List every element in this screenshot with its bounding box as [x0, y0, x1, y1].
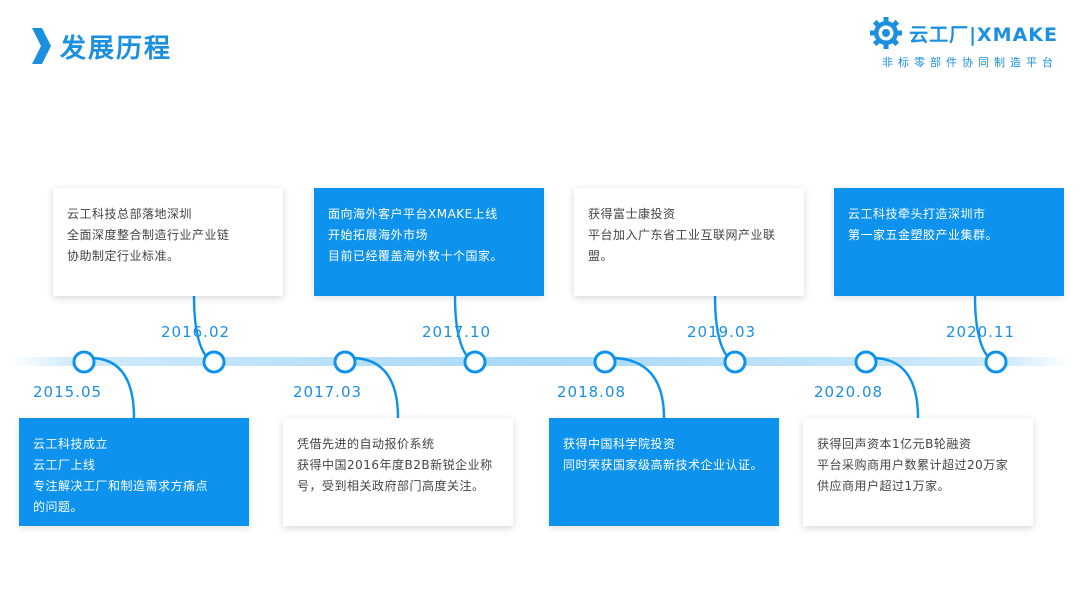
page-title: 发展历程 — [60, 33, 173, 64]
milestone-year: 2016.02 — [161, 323, 231, 341]
milestone-year: 2019.03 — [687, 323, 757, 341]
milestone-connector — [92, 356, 136, 419]
milestone-text: 平台加入广东省工业互联网产业联 — [588, 228, 776, 242]
milestone-card: 凭借先进的自动报价系统获得中国2016年度B2B新锐企业称号，受到相关政府部门高… — [283, 418, 513, 526]
milestone-text: 获得中国2016年度B2B新锐企业称 — [297, 458, 493, 472]
milestone-card: 云工科技牵头打造深圳市第一家五金塑胶产业集群。 — [834, 188, 1064, 296]
milestone-text: 号，受到相关政府部门高度关注。 — [297, 479, 485, 493]
milestone-text: 同时荣获国家级高新技术企业认证。 — [563, 458, 764, 472]
milestone-node — [984, 350, 1008, 374]
brand-name: 云工厂|XMAKE — [909, 23, 1058, 46]
milestone-node — [593, 350, 617, 374]
gear-icon — [870, 17, 903, 49]
milestone-year: 2017.10 — [422, 323, 492, 341]
milestone-text: 凭借先进的自动报价系统 — [297, 437, 435, 451]
milestone-card: 获得回声资本1亿元B轮融资平台采购商用户数累计超过20万家供应商用户超过1万家。 — [803, 418, 1033, 526]
milestone-text: 平台采购商用户数累计超过20万家 — [817, 458, 1009, 472]
milestone-node — [72, 350, 96, 374]
milestone-text: 目前已经覆盖海外数十个国家。 — [328, 249, 504, 263]
milestone-connector — [353, 356, 400, 419]
brand-logo: 云工厂|XMAKE 非标零部件协同制造平台 — [868, 16, 1058, 70]
milestone-card: 云工科技总部落地深圳全面深度整合制造行业产业链协助制定行业标准。 — [53, 188, 283, 296]
milestone-text: 获得富士康投资 — [588, 207, 676, 221]
milestone-node — [463, 350, 487, 374]
milestone-card: 获得富士康投资平台加入广东省工业互联网产业联盟。 — [574, 188, 804, 296]
milestone-year: 2018.08 — [557, 383, 627, 401]
milestone-year: 2015.05 — [33, 383, 103, 401]
milestone-year: 2020.11 — [946, 323, 1016, 341]
milestone-text: 供应商用户超过1万家。 — [817, 479, 951, 493]
milestone-connector — [613, 356, 666, 419]
milestone-year: 2017.03 — [293, 383, 363, 401]
milestone-text: 获得回声资本1亿元B轮融资 — [817, 437, 972, 451]
milestone-text: 协助制定行业标准。 — [67, 249, 180, 263]
milestone-card: 获得中国科学院投资同时荣获国家级高新技术企业认证。 — [549, 418, 779, 526]
chevron-right-icon — [32, 28, 51, 64]
milestone-text: 第一家五金塑胶产业集群。 — [848, 228, 999, 242]
milestone-card: 面向海外客户平台XMAKE上线开始拓展海外市场目前已经覆盖海外数十个国家。 — [314, 188, 544, 296]
milestone-text: 专注解决工厂和制造需求方痛点 — [33, 479, 209, 493]
milestone-node — [723, 350, 747, 374]
milestone-node — [854, 350, 878, 374]
milestone-connector — [874, 356, 920, 419]
timeline-axis — [10, 357, 1070, 366]
milestone-node — [202, 350, 226, 374]
milestone-text: 开始拓展海外市场 — [328, 228, 429, 242]
milestone-text: 云工科技牵头打造深圳市 — [848, 207, 986, 221]
milestone-text: 云工科技总部落地深圳 — [67, 207, 193, 221]
milestone-text: 全面深度整合制造行业产业链 — [67, 228, 230, 242]
milestone-text: 云工科技成立 — [33, 437, 109, 451]
milestone-text: 获得中国科学院投资 — [563, 437, 676, 451]
page-header: 发展历程 — [30, 26, 172, 66]
milestone-card: 云工科技成立云工厂上线专注解决工厂和制造需求方痛点的问题。 — [19, 418, 249, 526]
milestone-text: 云工厂上线 — [33, 458, 96, 472]
milestone-text: 盟。 — [588, 249, 614, 263]
milestone-node — [333, 350, 357, 374]
brand-tagline: 非标零部件协同制造平台 — [882, 56, 1058, 69]
milestone-text: 面向海外客户平台XMAKE上线 — [328, 207, 498, 221]
milestone-text: 的问题。 — [33, 500, 84, 514]
milestone-year: 2020.08 — [814, 383, 884, 401]
